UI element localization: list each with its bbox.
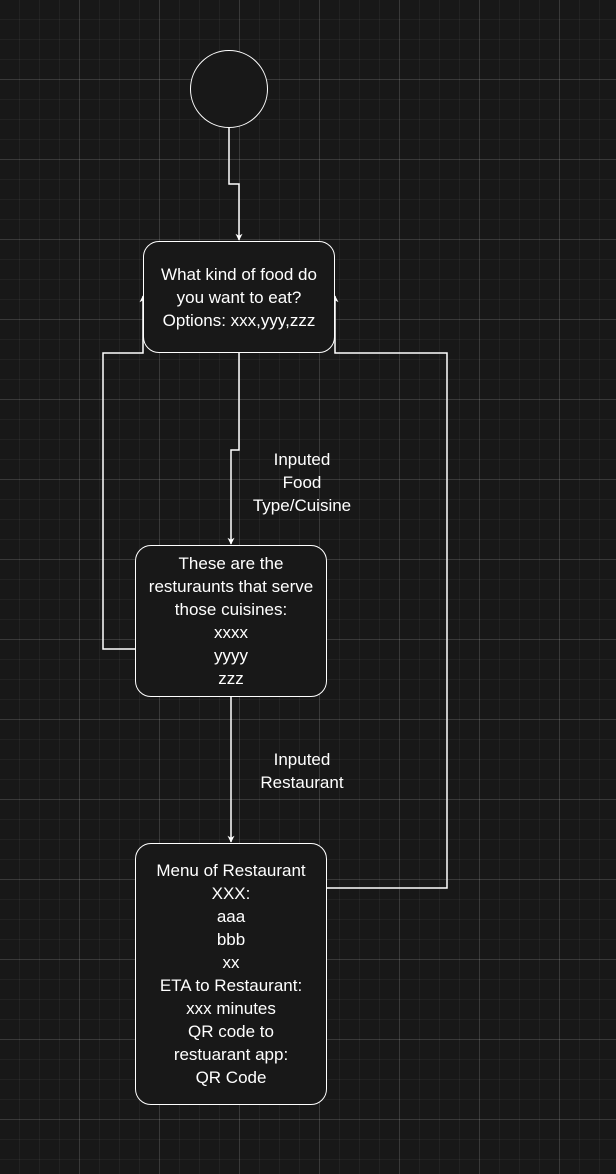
node-text-line: ETA to Restaurant: [159,976,303,995]
food-question-text: What kind of food do you want to eat? Op… [161,263,317,332]
edge-label-line: Restaurant [260,773,344,792]
food-question-node[interactable]: What kind of food do you want to eat? Op… [143,241,335,353]
edge-food-to-restaurants [227,353,240,545]
restaurant-list-text: These are the resturaunts that serve tho… [149,552,313,690]
edge-label-line: Inputed [273,450,331,469]
node-text-line: yyyy [213,646,248,665]
node-text-line: resturaunts that serve [148,577,314,596]
edge-label-line: Type/Cuisine [252,496,352,515]
node-text-line: QR code to [188,1022,274,1041]
menu-text: Menu of Restaurant XXX: aaa bbb xx ETA t… [156,859,305,1089]
edge-label-inputed-food: Inputed Food Type/Cuisine [236,448,368,517]
start-node[interactable] [190,50,268,128]
restaurant-list-node[interactable]: These are the resturaunts that serve tho… [135,545,327,697]
node-text-line: zzz [218,669,244,688]
node-text-line: These are the [178,554,284,573]
edge-label-line: Inputed [273,750,331,769]
edge-label-inputed-restaurant: Inputed Restaurant [236,748,368,794]
edge-label-line: Food [282,473,322,492]
node-text-line: QR Code [195,1068,267,1087]
node-text-line: you want to eat? [176,287,302,307]
node-text-line: Menu of Restaurant [156,861,306,880]
edge-start-to-food [228,128,243,241]
node-text-line: those cuisines: [174,600,288,619]
node-text-line: XXX: [211,884,251,903]
node-text-line: bbb [216,930,246,949]
node-text-line: What kind of food do [161,264,317,284]
node-text-line: xxx minutes [186,999,276,1018]
node-text-line: xxxx [213,623,248,642]
edge-menu-back-to-food [327,295,448,889]
node-text-line: Options: xxx,yyy,zzz [162,310,316,330]
node-text-line: restuarant app: [173,1045,289,1064]
menu-node[interactable]: Menu of Restaurant XXX: aaa bbb xx ETA t… [135,843,327,1105]
node-text-line: xx [222,953,240,972]
node-text-line: aaa [216,907,246,926]
